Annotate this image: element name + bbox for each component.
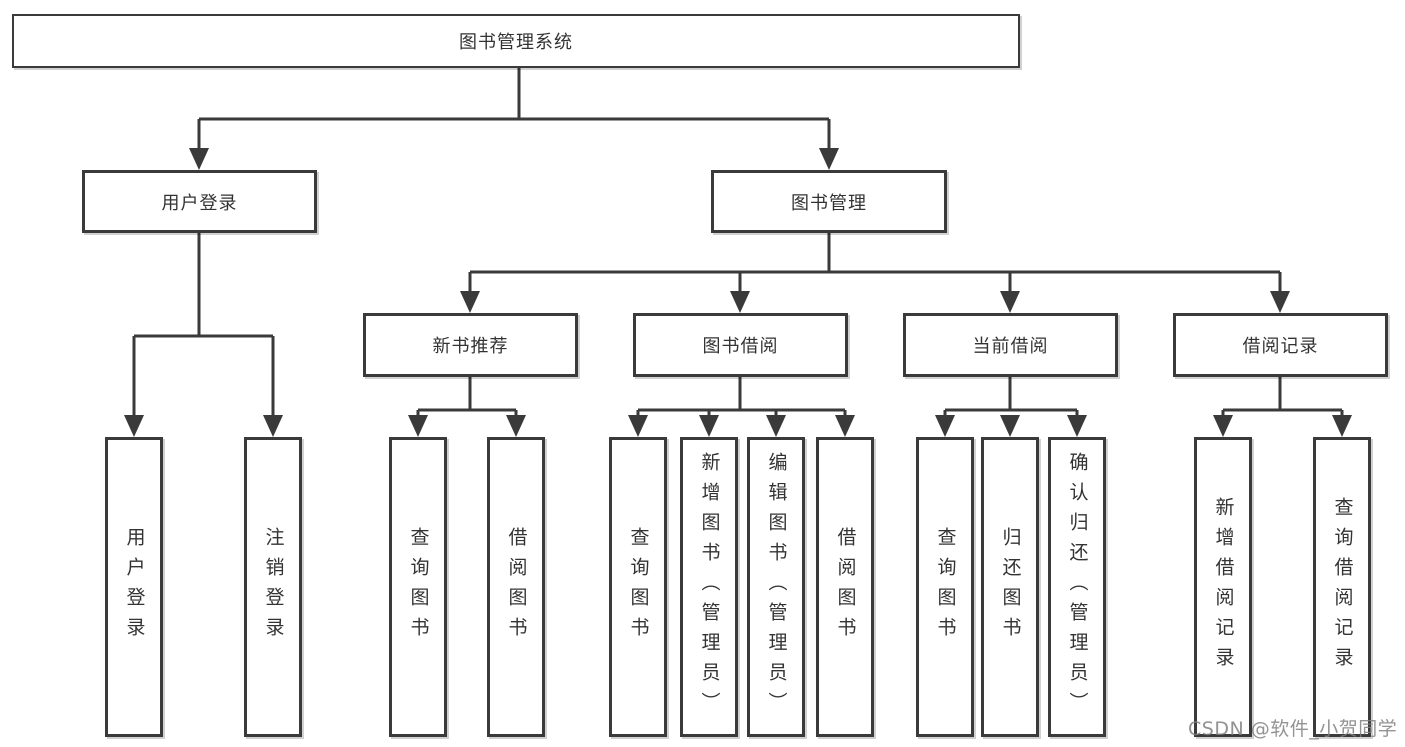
node-label: 新增图书（管理员） [698,452,721,722]
node-label: 编辑图书（管理员） [765,452,788,722]
arrow-icon [1067,415,1087,437]
node-library-management-system: 图书管理系统 [12,14,1020,68]
arrow-icon [506,415,526,437]
node-label: 注销登录 [262,527,285,647]
node-label: 用户登录 [123,527,146,647]
connector-new-book [416,377,518,419]
node-label: 查询图书 [407,527,430,647]
node-label: 图书管理系统 [459,32,573,53]
arrow-icon [189,148,209,170]
node-leaf-logout: 注销登录 [244,437,302,737]
arrow-icon [460,291,480,313]
node-leaf-query-books-1: 查询图书 [389,437,447,737]
node-leaf-query-books-3: 查询图书 [916,437,974,737]
node-new-book-recommend: 新书推荐 [363,313,578,377]
csdn-watermark: CSDN @软件_小贺同学 [1188,718,1398,740]
arrow-icon [730,291,750,313]
arrow-icon [628,415,648,437]
arrow-icon [819,148,839,170]
node-leaf-borrow-books-1: 借阅图书 [487,437,545,737]
node-leaf-query-books-2: 查询图书 [609,437,667,737]
node-leaf-user-login: 用户登录 [105,437,163,737]
connector-user-login [132,233,275,419]
node-label: 借阅图书 [834,527,857,647]
arrowheads [124,148,1352,437]
node-leaf-return-books: 归还图书 [981,437,1039,737]
node-label: 借阅记录 [1242,336,1319,357]
node-label: 确认归还（管理员） [1066,452,1089,722]
node-label: 查询借阅记录 [1331,497,1354,677]
node-label: 查询图书 [934,527,957,647]
node-current-borrowing: 当前借阅 [903,313,1118,377]
node-label: 新增借阅记录 [1212,497,1235,677]
arrow-icon [935,415,955,437]
node-label: 图书借阅 [702,336,779,357]
arrow-icon [1000,291,1020,313]
connector-book-mgmt [468,233,1282,295]
node-user-login: 用户登录 [82,170,317,233]
node-label: 新书推荐 [432,336,509,357]
connector-current [943,377,1079,419]
arrow-icon [1000,415,1020,437]
arrow-icon [699,415,719,437]
arrow-icon [766,415,786,437]
arrow-icon [263,415,283,437]
node-leaf-borrow-books-2: 借阅图书 [816,437,874,737]
connector-root [197,68,831,152]
arrow-icon [1213,415,1233,437]
arrow-icon [1332,415,1352,437]
node-leaf-edit-books-admin: 编辑图书（管理员） [747,437,805,737]
node-leaf-confirm-return-admin: 确认归还（管理员） [1048,437,1106,737]
node-label: 用户登录 [161,192,238,214]
node-book-management: 图书管理 [711,170,947,233]
arrow-icon [835,415,855,437]
connector-records [1221,377,1344,419]
node-borrowing-records: 借阅记录 [1173,313,1388,377]
arrow-icon [408,415,428,437]
node-leaf-query-borrow-record: 查询借阅记录 [1313,437,1371,737]
node-label: 借阅图书 [505,527,528,647]
node-label: 当前借阅 [972,336,1049,357]
node-label: 图书管理 [791,192,867,214]
node-leaf-add-books-admin: 新增图书（管理员） [680,437,738,737]
node-label: 查询图书 [627,527,650,647]
connector-lines [132,68,1344,419]
node-book-borrowing: 图书借阅 [633,313,848,377]
node-leaf-add-borrow-record: 新增借阅记录 [1194,437,1252,737]
arrow-icon [124,415,144,437]
connector-borrow [636,377,847,419]
arrow-icon [1270,291,1290,313]
node-label: 归还图书 [999,527,1022,647]
